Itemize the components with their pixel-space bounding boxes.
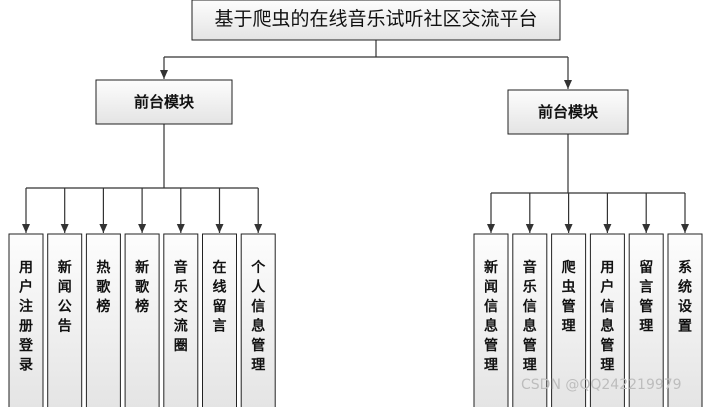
leaf-node-left-5: 在线留言 <box>202 233 237 407</box>
module-node-right: 前台模块 <box>507 89 629 135</box>
leaf-label-right-1: 音乐信息管理 <box>523 259 537 374</box>
leaf-node-left-6: 个人信息管理 <box>240 233 276 407</box>
connector-lines <box>22 40 689 233</box>
root-node: 基于爬虫的在线音乐试听社区交流平台 <box>191 0 561 41</box>
leaf-node-right-3: 用户信息管理 <box>589 233 625 407</box>
leaf-label-right-4: 留言管理 <box>639 259 653 335</box>
leaf-label-right-3: 用户信息管理 <box>600 260 614 374</box>
leaf-label-left-6: 个人信息管理 <box>250 259 266 374</box>
leaf-node-left-0: 用户注册登录 <box>8 233 44 407</box>
leaf-node-left-4: 音乐交流圈 <box>163 233 199 407</box>
leaf-label-left-4: 音乐交流圈 <box>174 259 188 354</box>
leaf-label-left-1: 新闻公告 <box>58 259 72 335</box>
module-label-left: 前台模块 <box>134 93 195 111</box>
leaf-node-left-2: 热歌榜 <box>85 233 121 407</box>
leaf-label-left-2: 热歌榜 <box>96 259 111 315</box>
leaf-group-left: 用户注册登录 新闻公告 热歌榜 新歌榜 音乐交流圈 在线留言 个人信息管理 <box>8 233 276 407</box>
module-node-left: 前台模块 <box>95 79 233 125</box>
watermark-text: CSDN @QQ242219979 <box>521 377 682 393</box>
leaf-node-right-5: 系统设置 <box>667 233 703 407</box>
leaf-node-left-3: 新歌榜 <box>124 233 160 407</box>
leaf-label-right-2: 爬虫管理 <box>562 259 577 335</box>
leaf-node-right-1: 音乐信息管理 <box>512 233 548 407</box>
leaf-node-left-1: 新闻公告 <box>47 233 83 407</box>
leaf-label-left-5: 在线留言 <box>213 259 227 335</box>
leaf-node-right-0: 新闻信息管理 <box>473 233 509 407</box>
leaf-node-right-4: 留言管理 <box>628 233 664 407</box>
root-title: 基于爬虫的在线音乐试听社区交流平台 <box>214 8 537 30</box>
leaf-label-left-0: 用户注册登录 <box>18 260 34 374</box>
leaf-label-right-0: 新闻信息管理 <box>484 259 498 374</box>
leaf-label-right-5: 系统设置 <box>678 259 693 335</box>
module-label-right: 前台模块 <box>538 103 599 121</box>
leaf-group-right: 新闻信息管理 音乐信息管理 爬虫管理 用户信息管理 留言管理 系统设置 <box>473 233 703 407</box>
leaf-label-left-3: 新歌榜 <box>135 259 150 315</box>
leaf-node-right-2: 爬虫管理 <box>551 233 587 407</box>
